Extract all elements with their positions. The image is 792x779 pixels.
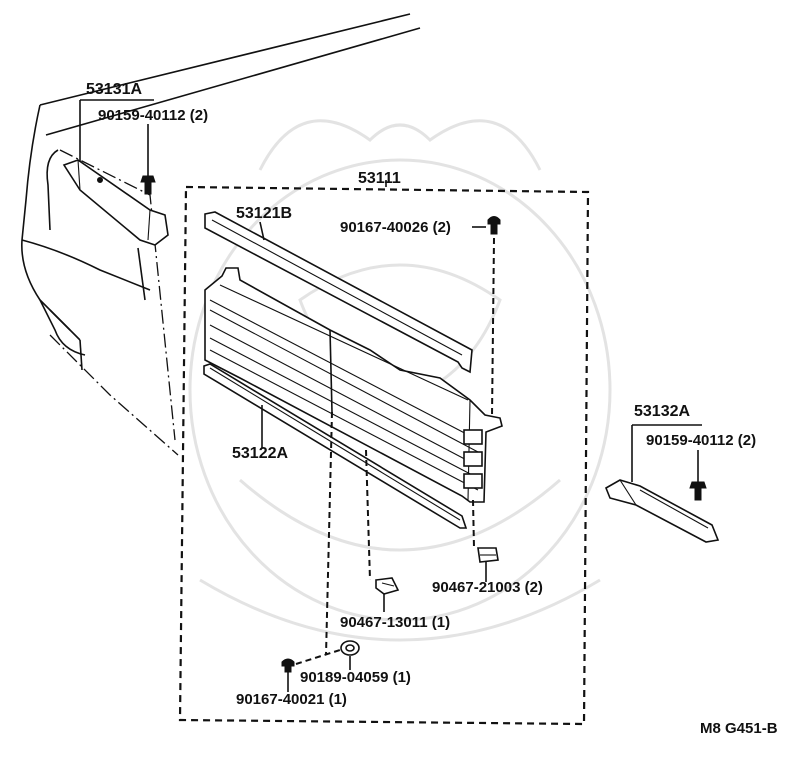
label-bolt-right: 90159-40112 (2) bbox=[646, 432, 756, 449]
screw-bottom-leader bbox=[295, 649, 341, 665]
grille-body bbox=[204, 267, 503, 503]
label-lower-molding: 53122A bbox=[232, 445, 288, 462]
label-leaders bbox=[79, 99, 702, 692]
label-clip-center: 90467-13011 (1) bbox=[340, 614, 450, 631]
clip-right-leader bbox=[472, 499, 475, 549]
diagram-code: M8 G451-B bbox=[700, 720, 778, 737]
grille-assembly-boundary bbox=[178, 185, 590, 726]
label-screw-bottom: 90167-40021 (1) bbox=[236, 691, 347, 708]
bracket-right bbox=[604, 479, 720, 543]
clip-center-leader bbox=[365, 449, 371, 581]
bolt-right-icon bbox=[689, 481, 707, 501]
label-screw-top: 90167-40026 (2) bbox=[340, 219, 451, 236]
label-upper-molding: 53121B bbox=[236, 205, 292, 222]
nut-icon bbox=[340, 640, 360, 656]
lower-molding bbox=[203, 363, 468, 529]
screw-top-icon bbox=[487, 216, 501, 235]
bracket-left bbox=[62, 159, 169, 246]
label-bolt-left: 90159-40112 (2) bbox=[98, 107, 208, 124]
clip-right-icon bbox=[477, 547, 499, 563]
label-bracket-left: 53131A bbox=[86, 81, 142, 98]
car-body-outline bbox=[21, 13, 421, 456]
label-bracket-right: 53132A bbox=[634, 403, 690, 420]
label-nut: 90189-04059 (1) bbox=[300, 669, 411, 686]
screw-bottom-icon bbox=[281, 658, 295, 673]
screw-top-leader bbox=[491, 237, 495, 417]
label-grille-assy: 53111 bbox=[358, 170, 401, 187]
label-clip-right: 90467-21003 (2) bbox=[432, 579, 543, 596]
nut-leader bbox=[325, 411, 333, 656]
bolt-left-icon bbox=[140, 175, 156, 195]
upper-molding bbox=[204, 211, 473, 374]
clip-center-icon bbox=[375, 577, 400, 595]
